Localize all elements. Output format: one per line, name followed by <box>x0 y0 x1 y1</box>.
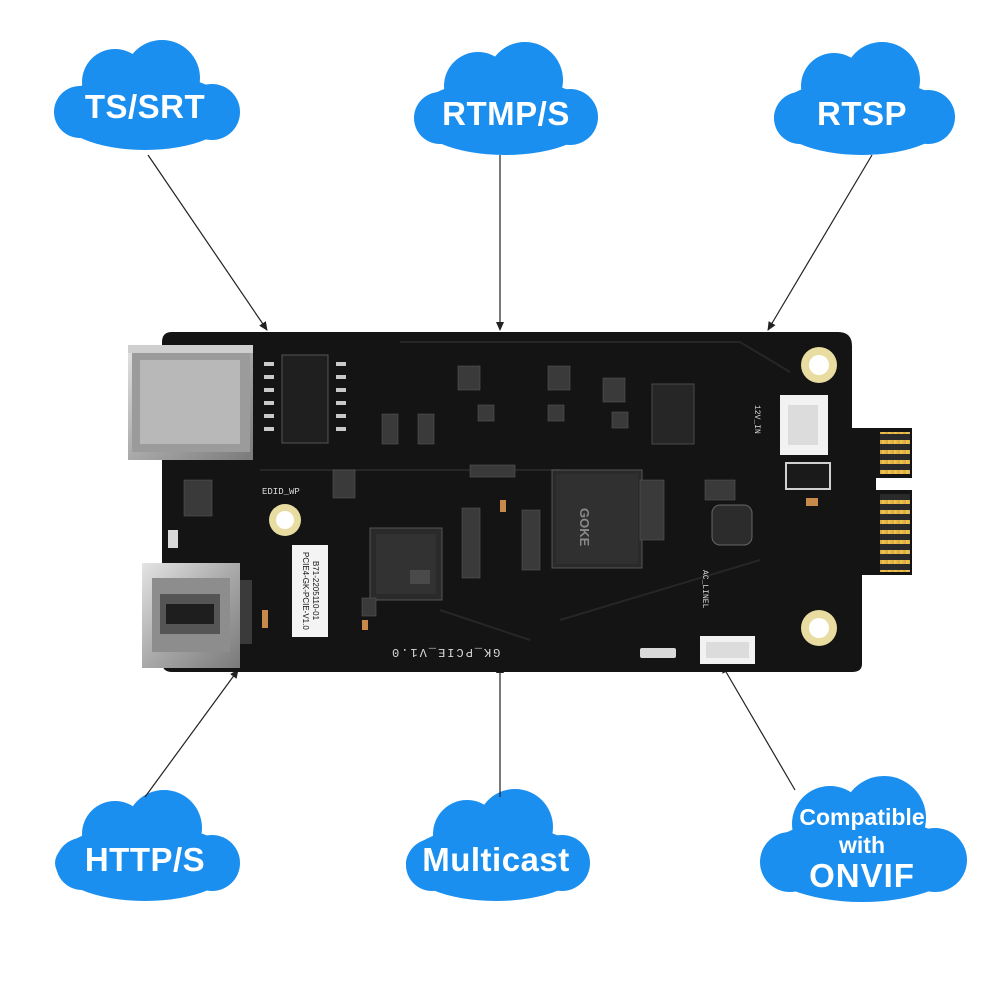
cloud-multicast <box>406 789 590 901</box>
ethernet-port <box>128 345 253 460</box>
soc-brand: GOKE <box>577 508 592 547</box>
mounting-hole-2 <box>801 347 837 383</box>
label-rtmp-s: RTMP/S <box>442 95 570 132</box>
cloud-ts-srt <box>54 40 240 150</box>
mounting-hole-1 <box>269 504 301 536</box>
arrow-onvif <box>721 664 796 791</box>
audio-connector <box>700 636 755 664</box>
audio-silkscreen: AC_LINEL <box>700 570 709 609</box>
sticker-line-2: B71-2205110-01 <box>311 561 320 621</box>
hdmi-port <box>142 563 252 668</box>
main-soc-chip <box>551 469 643 569</box>
mounting-hole-3 <box>801 610 837 646</box>
edid-silkscreen: EDID_WP <box>262 487 300 497</box>
cloud-http-s <box>55 790 240 901</box>
label-onvif: Compatible with ONVIF <box>762 803 962 893</box>
inductor <box>711 504 753 546</box>
cloud-rtsp <box>774 42 955 155</box>
onvif-line-3: ONVIF <box>809 857 915 894</box>
power-input-silkscreen: 12V_IN <box>752 405 761 434</box>
label-rtsp: RTSP <box>816 95 907 132</box>
hdmi-receiver-chip <box>369 527 443 601</box>
sticker-line-1: PCIE4-GK-PCIE-V1.0 <box>301 552 310 630</box>
label-ts-srt: TS/SRT <box>84 88 206 125</box>
flash-chip <box>651 383 695 445</box>
onvif-line-1: Compatible <box>799 804 925 830</box>
arrow-rtsp <box>767 154 873 331</box>
power-connector <box>780 395 828 455</box>
cloud-onvif <box>760 776 967 902</box>
board-silkscreen-name: GK_PCIE_V1.0 <box>390 645 501 659</box>
label-http-s: HTTP/S <box>84 841 206 878</box>
label-multicast: Multicast <box>422 841 570 878</box>
onvif-line-2: with <box>839 832 885 858</box>
pcb-board <box>128 332 912 672</box>
arrow-http-s <box>144 669 239 798</box>
arrow-ts-srt <box>147 154 268 331</box>
board-label-sticker: PCIE4-GK-PCIE-V1.0 B71-2205110-01 <box>292 545 328 637</box>
ethernet-transformer <box>281 354 329 444</box>
cloud-rtmp-s <box>414 42 598 155</box>
